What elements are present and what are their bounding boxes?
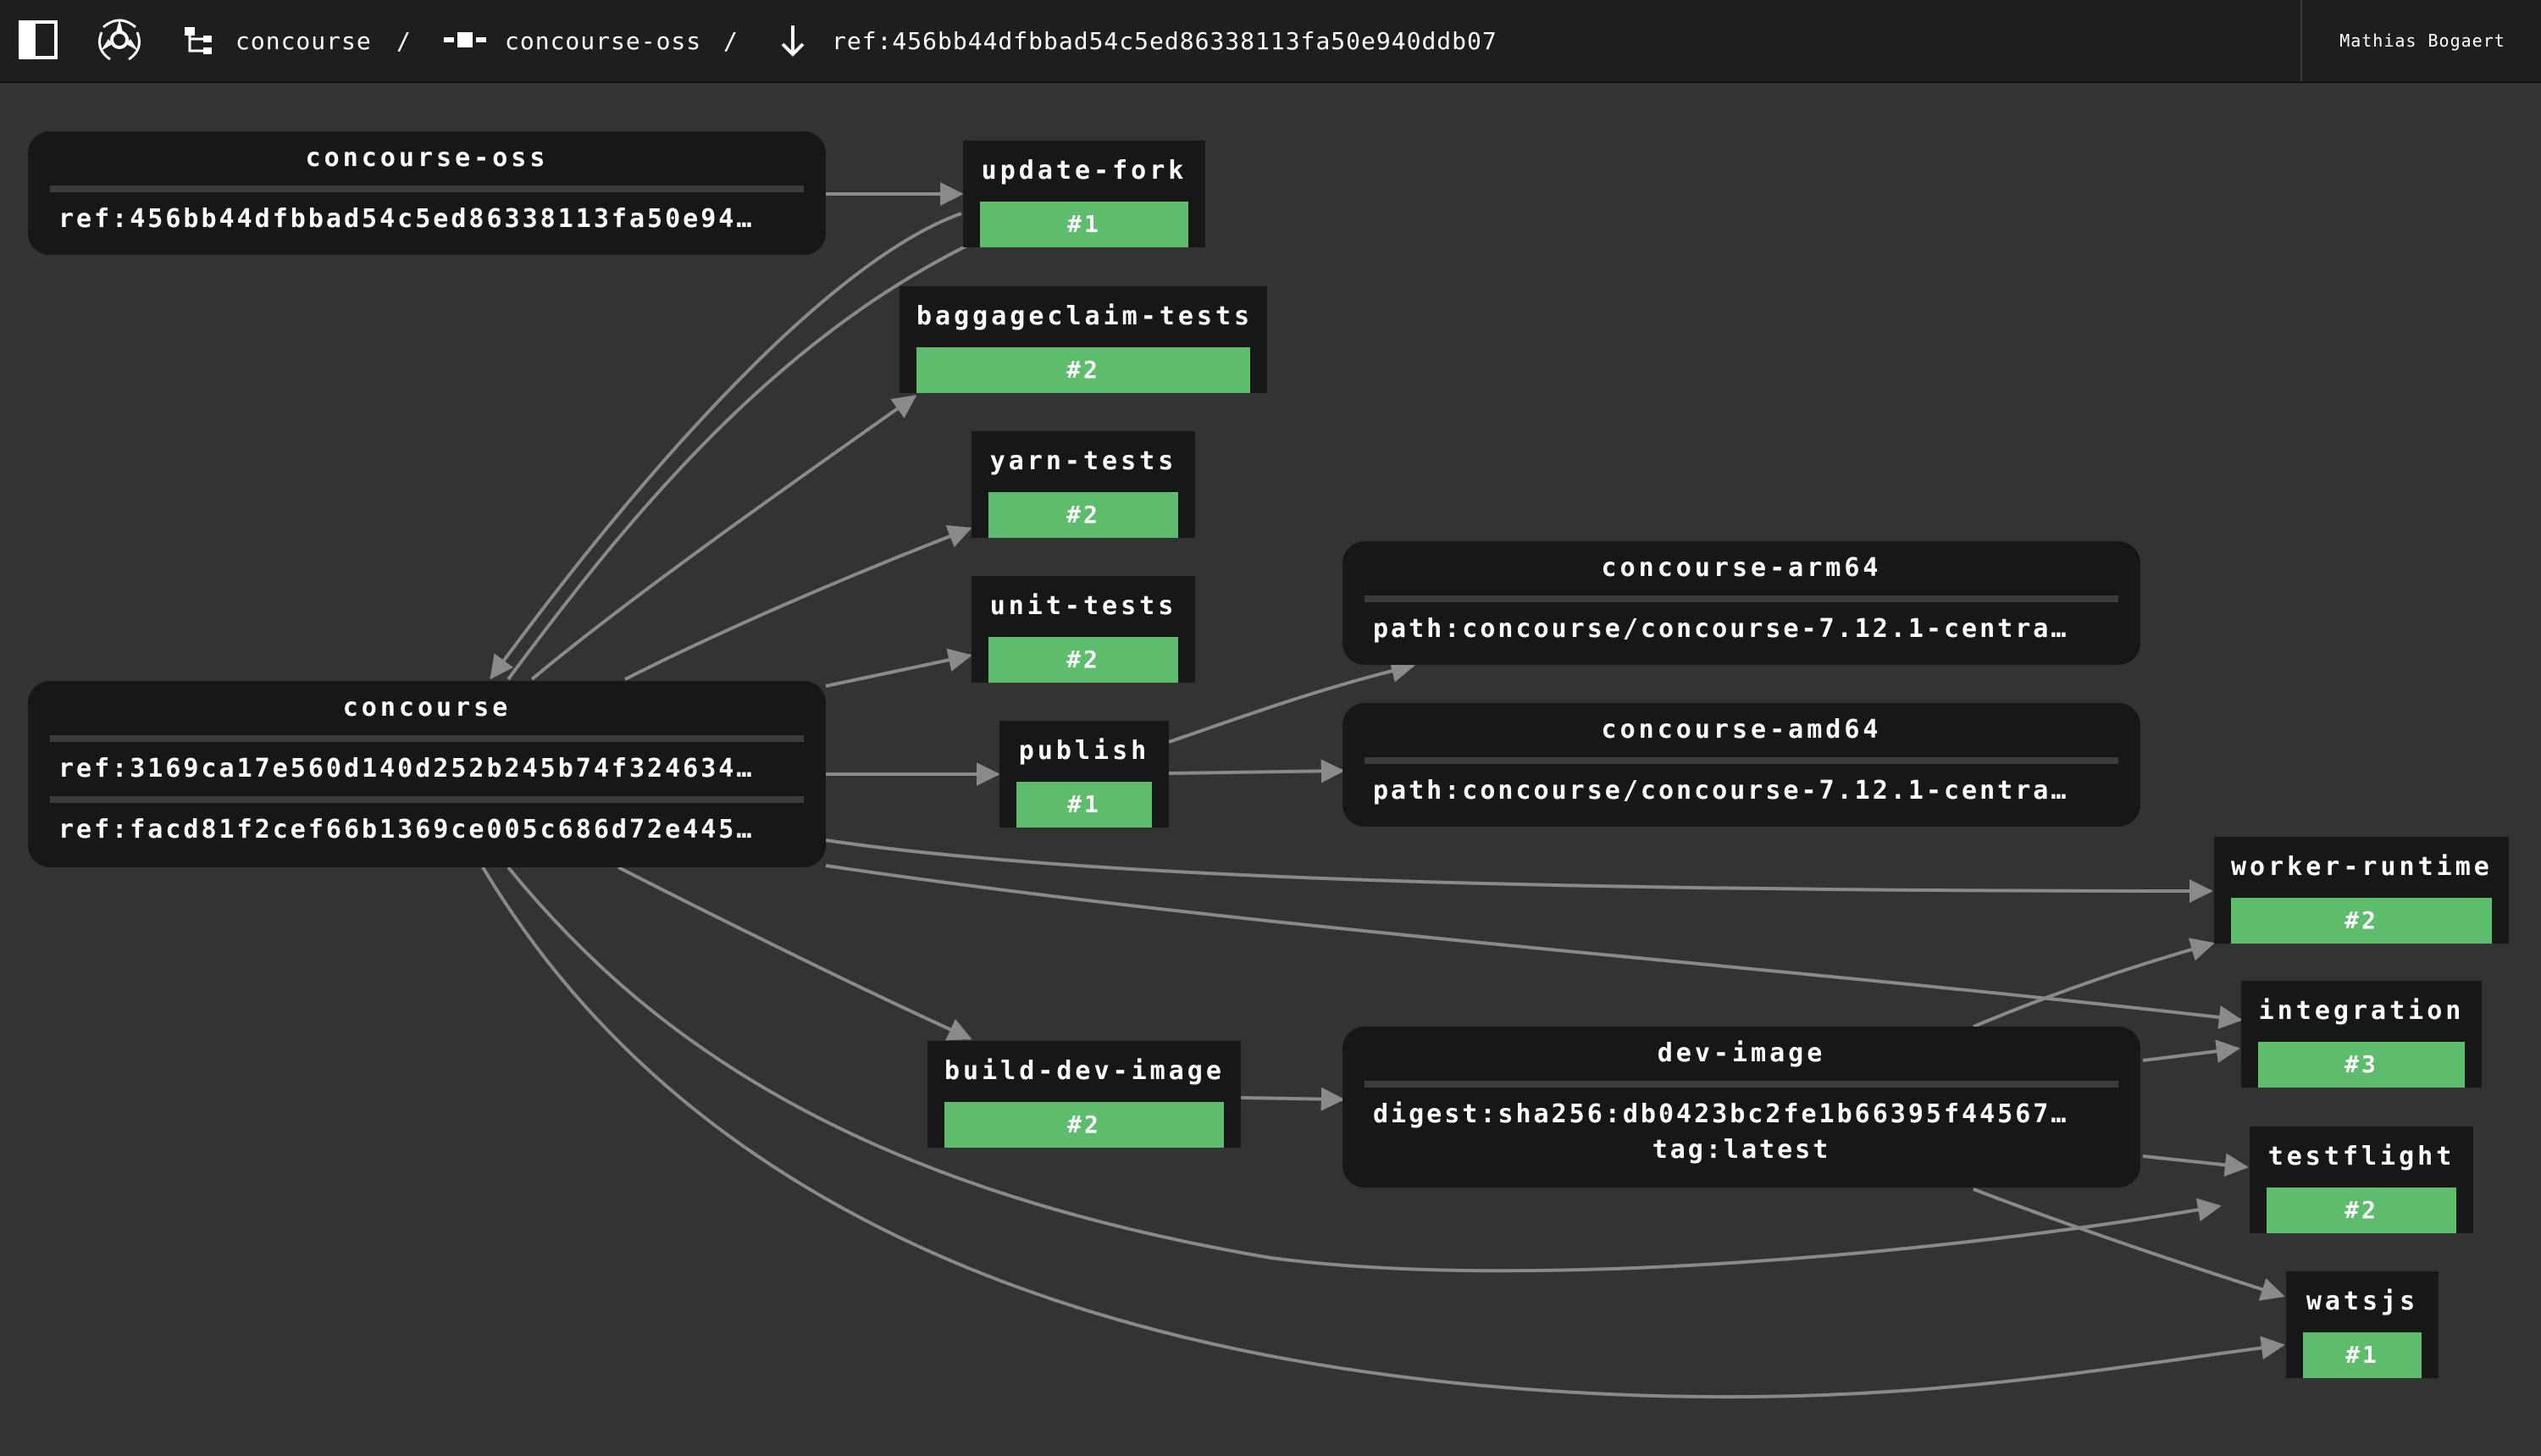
build-badge[interactable]: #1	[2303, 1332, 2422, 1378]
divider	[1365, 757, 2118, 764]
job-build-dev-image[interactable]: build-dev-image #2	[927, 1041, 1241, 1148]
user-name[interactable]: Mathias Bogaert	[2339, 30, 2505, 51]
edge	[1168, 759, 1345, 783]
job-worker-runtime[interactable]: worker-runtime #2	[2214, 837, 2509, 944]
edge	[1168, 659, 1415, 744]
build-badge[interactable]: #2	[988, 492, 1178, 538]
edge	[617, 866, 972, 1041]
resource-version[interactable]: ref:3169ca17e560d140d252b245b74f324634…	[58, 754, 755, 783]
job-update-fork[interactable]: update-fork #1	[963, 141, 1205, 247]
edge	[507, 866, 2222, 1273]
resource-node-concourse[interactable]: concourse ref:3169ca17e560d140d252b245b7…	[28, 681, 826, 867]
sidebar-toggle-icon[interactable]	[19, 20, 58, 59]
job-name[interactable]: baggageclaim-tests	[916, 302, 1254, 331]
build-badge[interactable]: #2	[916, 347, 1250, 393]
edge	[825, 864, 2243, 1029]
pipeline-name[interactable]: concourse	[235, 26, 372, 55]
edge	[825, 648, 972, 688]
job-name[interactable]: integration	[2258, 996, 2465, 1026]
edge	[1240, 1087, 1345, 1111]
arrow-down-icon	[778, 22, 808, 59]
breadcrumb-resource[interactable]: concourse-oss	[505, 24, 701, 58]
build-badge[interactable]: #2	[2231, 898, 2492, 944]
build-badge[interactable]: #2	[2267, 1187, 2456, 1233]
job-testflight[interactable]: testflight #2	[2250, 1127, 2473, 1233]
top-bar: concourse / concourse-oss / ref:456bb44d…	[0, 0, 2541, 83]
resource-version[interactable]: path:concourse/concourse-7.12.1-centra…	[1373, 614, 2069, 644]
edge	[481, 866, 2285, 1399]
resource-name[interactable]: concourse-oss	[505, 26, 702, 55]
resource-node-dev-image[interactable]: dev-image digest:sha256:db0423bc2fe1b663…	[1342, 1027, 2140, 1187]
resource-name[interactable]: dev-image	[1657, 1038, 1826, 1068]
job-name[interactable]: worker-runtime	[2231, 852, 2493, 882]
job-yarn-tests[interactable]: yarn-tests #2	[972, 431, 1195, 538]
edge	[490, 212, 962, 680]
job-publish[interactable]: publish #1	[999, 721, 1169, 828]
divider	[50, 185, 804, 192]
job-watsjs[interactable]: watsjs #1	[2286, 1271, 2439, 1378]
build-badge[interactable]: #2	[988, 637, 1178, 683]
divider	[1365, 595, 2118, 602]
breadcrumb-version: ref:456bb44dfbbad54c5ed86338113fa50e940d…	[832, 24, 1497, 58]
resource-name[interactable]: concourse-amd64	[1601, 715, 1882, 745]
edge	[1973, 1187, 2285, 1301]
resource-node-concourse-amd64[interactable]: concourse-amd64 path:concourse/concourse…	[1342, 703, 2140, 827]
resource-version[interactable]: path:concourse/concourse-7.12.1-centra…	[1373, 776, 2069, 806]
concourse-logo-icon[interactable]	[95, 15, 144, 64]
build-badge[interactable]: #2	[944, 1102, 1224, 1148]
user-menu[interactable]: Mathias Bogaert	[2300, 0, 2541, 81]
resource-version[interactable]: ref:456bb44dfbbad54c5ed86338113fa50e94…	[58, 204, 755, 234]
edge	[2142, 1153, 2249, 1177]
resource-node-concourse-oss[interactable]: concourse-oss ref:456bb44dfbbad54c5ed863…	[28, 131, 826, 255]
divider	[50, 735, 804, 742]
edge	[624, 525, 972, 681]
job-name[interactable]: build-dev-image	[944, 1056, 1225, 1086]
divider	[50, 796, 804, 803]
job-integration[interactable]: integration #3	[2241, 981, 2482, 1088]
build-badge[interactable]: #1	[980, 202, 1188, 247]
breadcrumb-pipeline[interactable]: concourse	[235, 24, 372, 58]
job-name[interactable]: watsjs	[2306, 1287, 2419, 1316]
job-baggageclaim-tests[interactable]: baggageclaim-tests #2	[900, 286, 1267, 393]
job-name[interactable]: testflight	[2267, 1142, 2455, 1171]
edge	[1973, 938, 2215, 1028]
resource-node-concourse-arm64[interactable]: concourse-arm64 path:concourse/concourse…	[1342, 541, 2140, 665]
resource-name[interactable]: concourse-arm64	[1601, 553, 1882, 583]
build-badge[interactable]: #1	[1016, 782, 1152, 828]
resource-version-tag[interactable]: tag:latest	[1652, 1135, 1831, 1165]
breadcrumb-separator: /	[396, 26, 411, 55]
version-ref: ref:456bb44dfbbad54c5ed86338113fa50e940d…	[832, 26, 1497, 55]
edge	[2142, 1039, 2240, 1064]
job-name[interactable]: update-fork	[981, 156, 1187, 185]
build-badge[interactable]: #3	[2258, 1042, 2465, 1088]
resource-version[interactable]: digest:sha256:db0423bc2fe1b66395f44567…	[1373, 1099, 2069, 1129]
edge	[507, 204, 1057, 681]
resource-icon	[442, 25, 488, 54]
breadcrumb-separator: /	[723, 26, 738, 55]
edge	[825, 839, 2213, 903]
resource-name[interactable]: concourse-oss	[305, 143, 549, 173]
resource-name[interactable]: concourse	[342, 693, 512, 722]
job-name[interactable]: publish	[1018, 736, 1150, 766]
job-unit-tests[interactable]: unit-tests #2	[972, 576, 1195, 683]
resource-version[interactable]: ref:facd81f2cef66b1369ce005c686d72e445…	[58, 815, 755, 844]
edge	[530, 395, 917, 681]
divider	[1365, 1081, 2118, 1088]
pipeline-icon	[183, 24, 217, 58]
job-name[interactable]: yarn-tests	[989, 446, 1177, 476]
job-name[interactable]: unit-tests	[989, 591, 1177, 621]
